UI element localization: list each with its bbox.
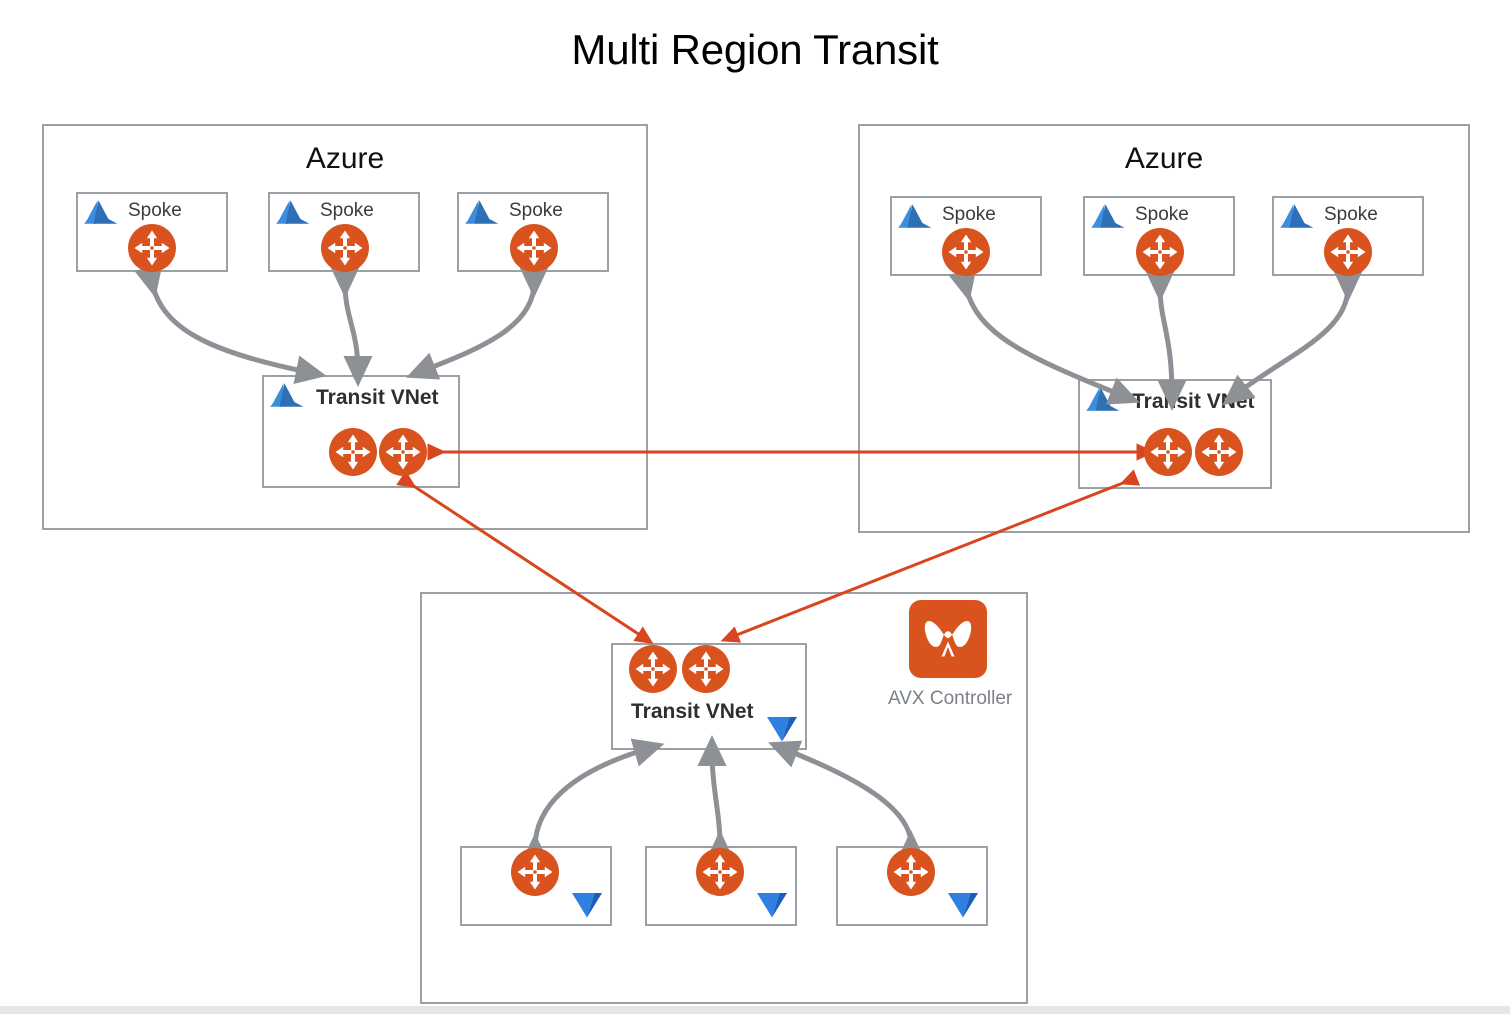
region-azure-right[interactable]: Azure (858, 124, 1470, 533)
v-logo-icon (570, 890, 604, 920)
v-logo-icon (755, 890, 789, 920)
spoke-label: Spoke (509, 200, 563, 221)
transit-vnet-label: Transit VNet (631, 700, 754, 723)
spoke-label: Spoke (128, 200, 182, 221)
region-label: Azure (305, 142, 385, 175)
spoke-box-azure-left-1[interactable]: Spoke (76, 192, 228, 272)
spoke-box-azure-right-1[interactable]: Spoke (890, 196, 1042, 276)
azure-icon (898, 203, 932, 230)
spoke-box-azure-left-3[interactable]: Spoke (457, 192, 609, 272)
v-logo-icon (765, 714, 799, 744)
transit-vnet-label: Transit VNet (1132, 390, 1255, 413)
v-logo-icon (946, 890, 980, 920)
azure-icon (1280, 203, 1314, 230)
spoke-box-onprem-1[interactable] (460, 846, 612, 926)
transit-vnet-box-onprem[interactable]: Transit VNet (611, 643, 807, 750)
region-label: Azure (1124, 142, 1204, 175)
spoke-box-azure-right-2[interactable]: Spoke (1083, 196, 1235, 276)
azure-icon (84, 199, 118, 226)
avx-controller-label: AVX Controller (888, 688, 1013, 709)
azure-icon (270, 382, 304, 409)
spoke-label: Spoke (1135, 204, 1189, 225)
spoke-label: Spoke (320, 200, 374, 221)
transit-vnet-box-azure-right[interactable]: Transit VNet (1078, 379, 1272, 489)
avx-logo-icon (909, 600, 987, 678)
spoke-box-onprem-2[interactable] (645, 846, 797, 926)
region-azure-left[interactable]: Azure (42, 124, 648, 530)
transit-vnet-label: Transit VNet (316, 386, 439, 409)
page-title: Multi Region Transit (571, 26, 939, 73)
page-bottom-strip (0, 1006, 1510, 1014)
spoke-label: Spoke (1324, 204, 1378, 225)
azure-icon (276, 199, 310, 226)
spoke-box-azure-left-2[interactable]: Spoke (268, 192, 420, 272)
spoke-box-onprem-3[interactable] (836, 846, 988, 926)
azure-icon (1086, 386, 1120, 413)
azure-icon (465, 199, 499, 226)
transit-vnet-box-azure-left[interactable]: Transit VNet (262, 375, 460, 488)
avx-controller[interactable]: AVX Controller (888, 600, 1012, 710)
spoke-label: Spoke (942, 204, 996, 225)
spoke-box-azure-right-3[interactable]: Spoke (1272, 196, 1424, 276)
azure-icon (1091, 203, 1125, 230)
